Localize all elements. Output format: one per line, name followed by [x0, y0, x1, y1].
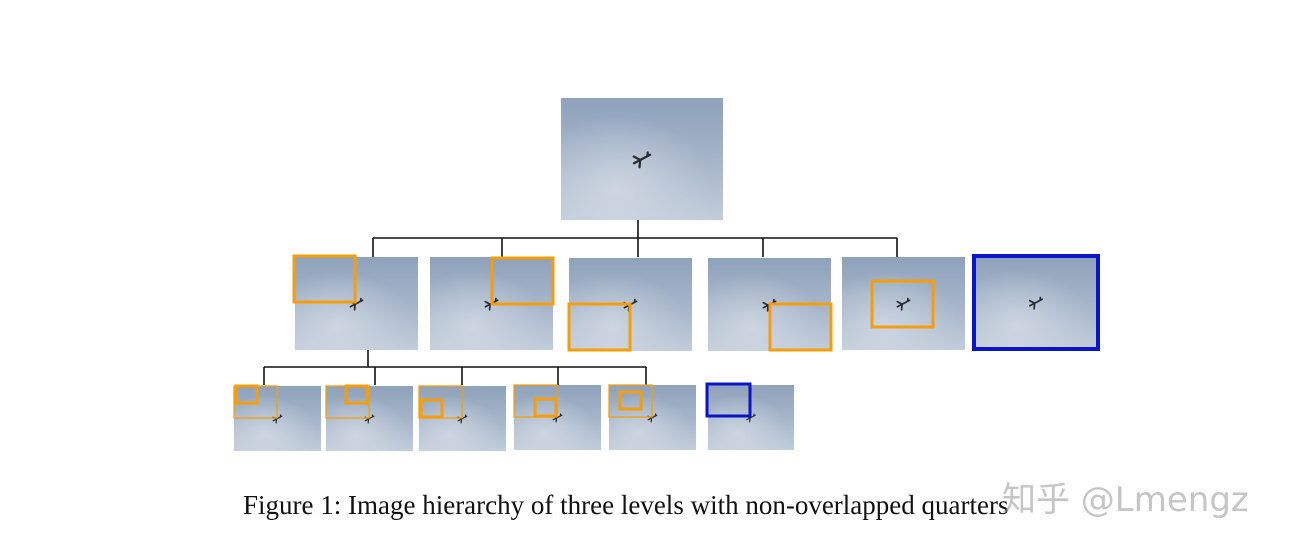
plane-icon — [896, 297, 911, 311]
level2-box-center — [870, 279, 935, 329]
figure-caption: Figure 1: Image hierarchy of three level… — [243, 490, 1009, 520]
level3-subquarter-box-3 — [419, 398, 444, 419]
highlight-boxes — [233, 254, 1100, 419]
level3-subquarter-box-5 — [618, 390, 643, 411]
level3-quarter-outline-5 — [608, 384, 653, 418]
level3-subquarter-box-2 — [344, 384, 369, 405]
level2-image-6 — [974, 256, 1098, 349]
plane-body — [896, 297, 911, 311]
plane-body — [1028, 296, 1044, 310]
level1-image — [561, 98, 723, 220]
level2-box-bottom-left — [567, 302, 632, 352]
level2-box-full — [972, 254, 1100, 351]
level2-box-top-right — [490, 256, 555, 306]
plane-icon — [632, 151, 652, 169]
plane-icon — [1028, 296, 1044, 310]
level3-subquarter-box-1 — [234, 384, 259, 405]
level3-box-full — [705, 382, 752, 418]
level2-box-bottom-right — [768, 302, 833, 352]
level3-subquarter-box-4 — [533, 397, 558, 418]
hierarchy-connectors — [263, 220, 898, 385]
hierarchy-images — [234, 98, 1098, 451]
plane-body — [632, 151, 652, 169]
level2-image-5 — [842, 257, 965, 350]
level2-box-top-left — [292, 254, 357, 304]
watermark: 知乎 @Lmengz — [1002, 480, 1249, 520]
